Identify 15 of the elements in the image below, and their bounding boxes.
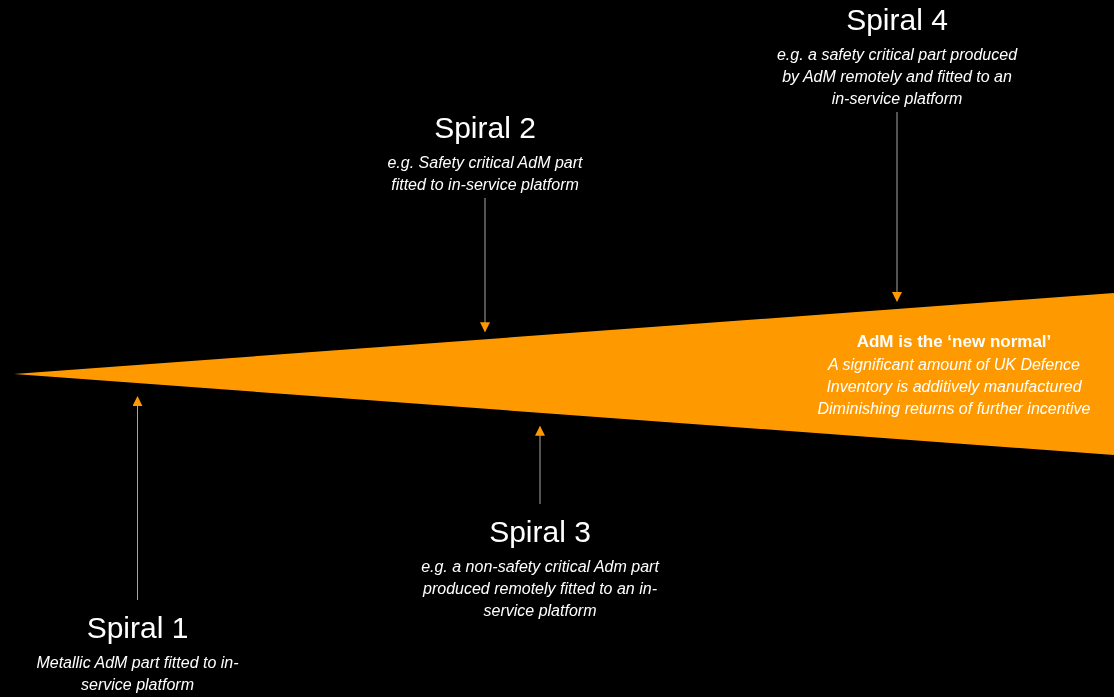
stage-title: Spiral 1 [86,610,189,646]
description: Metallic AdM part fitted to in-service platform [35,653,240,695]
description: e.g. a non-safety critical Adm part produced remotely fitted to an in-service platform [420,557,660,621]
stage-title: Spiral 2 [434,110,536,146]
description: e.g. a safety critical part produced by AdM remotely and fitted to an in-service platform [775,45,1019,109]
arrow [535,425,545,505]
heading: AdM is the ‘new normal’ [855,331,1053,353]
description: A significant amount of UK Defence Inventory is additively manufactured [825,355,1083,397]
arrow [892,111,902,302]
description: e.g. Safety critical AdM part fitted to in-service platform [386,153,584,195]
arrow [480,197,490,333]
stage-title: Spiral 4 [846,2,948,38]
stage-title: Spiral 3 [489,514,591,550]
arrow [132,396,143,601]
description: Diminishing returns of further incentive [816,399,1092,419]
